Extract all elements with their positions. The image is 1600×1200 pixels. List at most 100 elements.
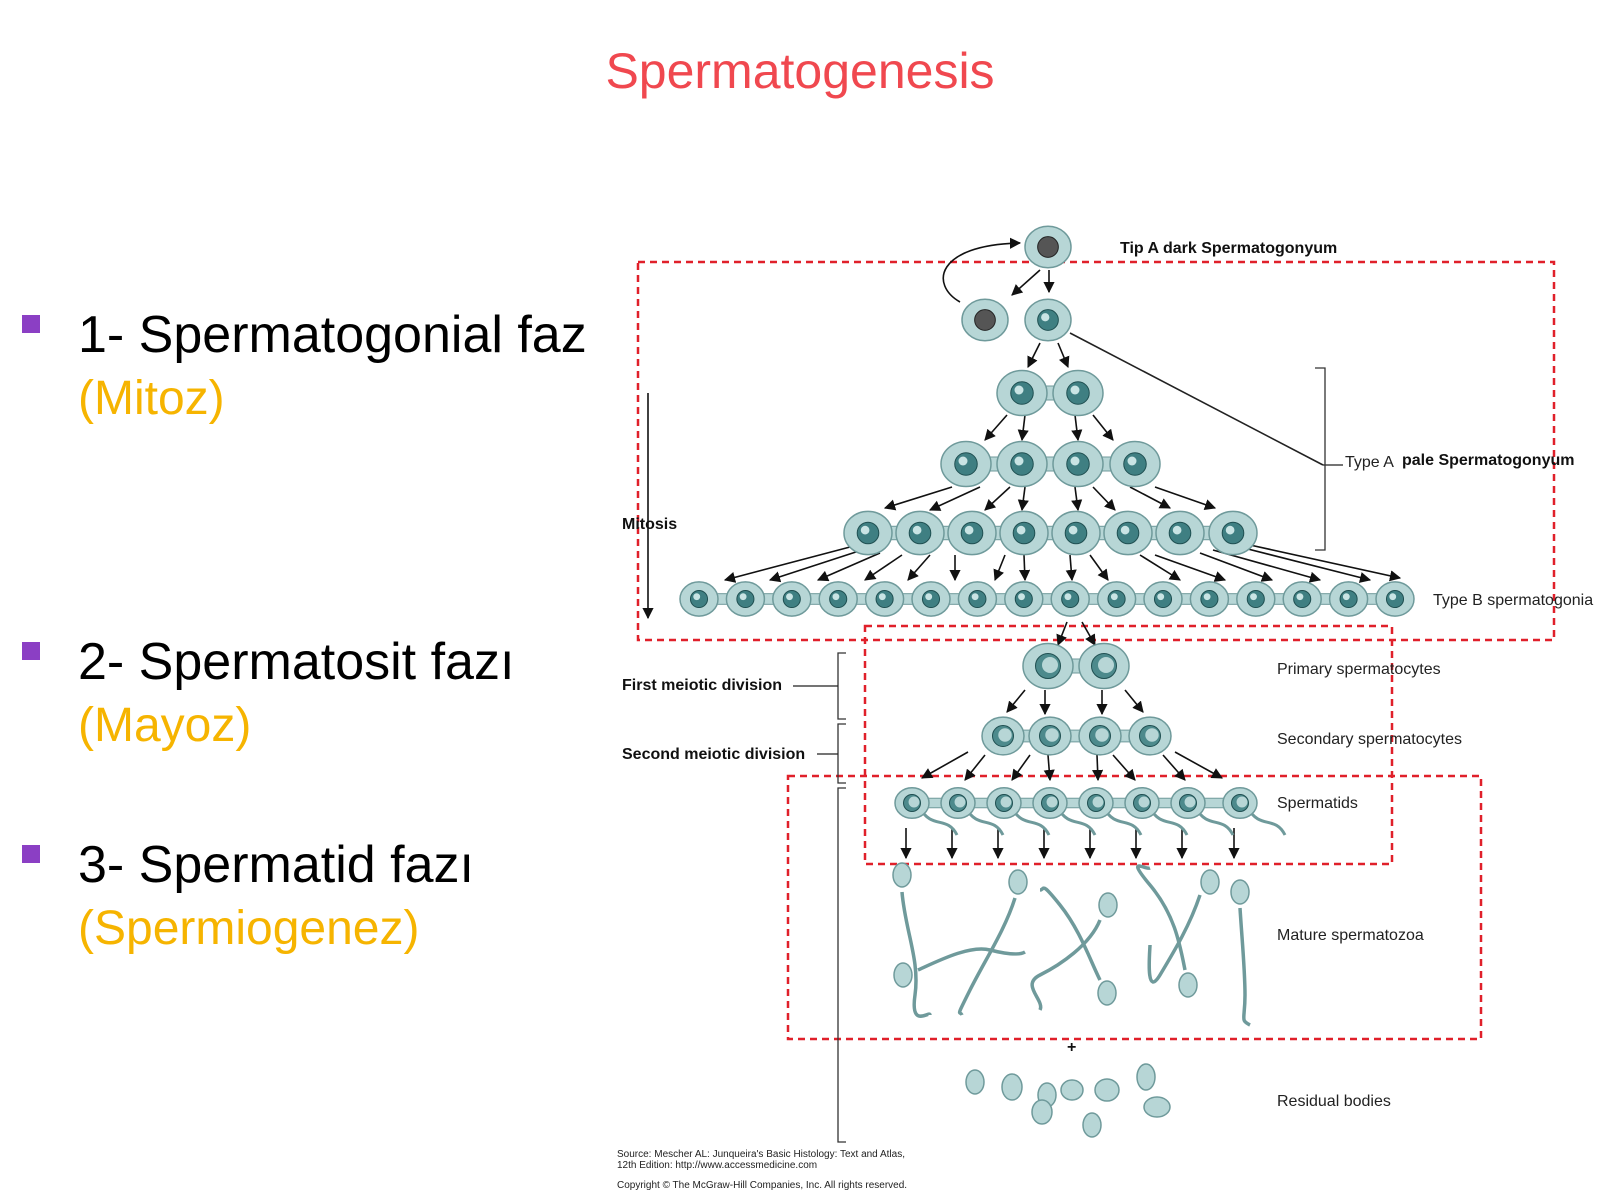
nucleus-highlight xyxy=(1098,657,1114,673)
bullet-phase-name: 2- Spermatosit fazı xyxy=(78,633,515,691)
arrow xyxy=(984,486,1011,511)
nucleus-highlight xyxy=(1018,593,1025,601)
label-spermatids: Spermatids xyxy=(1277,795,1358,812)
cell xyxy=(1024,225,1072,269)
arrow xyxy=(1011,754,1031,781)
cell xyxy=(996,369,1048,417)
nucleus-highlight xyxy=(1070,456,1080,466)
nucleus-highlight xyxy=(1110,593,1118,601)
bracket-type-a xyxy=(1315,367,1326,551)
arrow xyxy=(1249,544,1402,582)
arrow xyxy=(1043,754,1055,782)
label-residual: Residual bodies xyxy=(1277,1093,1391,1110)
phase-boxes xyxy=(636,260,1556,1041)
nucleus-highlight xyxy=(1016,525,1026,535)
arrow xyxy=(1092,754,1104,782)
nucleus-highlight xyxy=(1014,385,1024,395)
cell xyxy=(1022,642,1074,690)
bullet-marker xyxy=(22,642,40,660)
nucleus-highlight xyxy=(693,593,701,601)
nucleus-highlight xyxy=(1157,593,1165,601)
source-copyright: Copyright © The McGraw-Hill Companies, I… xyxy=(617,1180,907,1191)
bullet-marker xyxy=(22,845,40,863)
nucleus-highlight xyxy=(1250,593,1257,601)
cell xyxy=(1375,581,1415,617)
arrow xyxy=(1017,414,1029,442)
nucleus-highlight xyxy=(971,593,979,601)
arrow xyxy=(1011,269,1041,296)
arrow xyxy=(883,486,953,511)
cell xyxy=(947,510,997,556)
arrow xyxy=(1071,486,1083,512)
nucleus-highlight xyxy=(1389,593,1397,601)
cell xyxy=(1109,440,1161,488)
cell xyxy=(1096,581,1137,617)
cell xyxy=(1004,581,1044,617)
nucleus-highlight xyxy=(954,796,966,808)
nucleus-highlight xyxy=(1342,593,1350,601)
arrow xyxy=(1129,486,1171,509)
nucleus-highlight xyxy=(908,796,920,808)
cell xyxy=(996,440,1048,488)
residual-body xyxy=(1060,1079,1084,1101)
arrow xyxy=(1154,554,1227,582)
cell xyxy=(1236,581,1276,617)
source-line-2: 12th Edition: http://www.accessmedicine.… xyxy=(617,1160,817,1171)
residual-body xyxy=(1082,1112,1102,1138)
arrow xyxy=(1071,414,1083,442)
cell xyxy=(725,581,766,617)
cell xyxy=(864,581,905,617)
cell xyxy=(957,581,998,617)
spermatozoon xyxy=(892,862,932,1018)
cell xyxy=(1052,440,1104,488)
arrow xyxy=(1092,486,1116,511)
sperm-tail xyxy=(917,947,1026,972)
label-primary: Primary spermatocytes xyxy=(1277,661,1441,678)
sperm-tail xyxy=(1147,894,1202,984)
sperm-tail xyxy=(1030,919,1102,1011)
nucleus-highlight xyxy=(860,525,870,535)
cell xyxy=(940,786,976,820)
cell xyxy=(1078,786,1114,820)
arrow xyxy=(1057,342,1070,369)
cell xyxy=(1155,510,1205,556)
bullet-process: (Spermiogenez) xyxy=(78,902,420,955)
phase-box xyxy=(786,774,1483,1041)
label-pale: pale Spermatogonyum xyxy=(1402,452,1574,469)
residual-body xyxy=(1094,1078,1120,1102)
cell xyxy=(1032,786,1068,820)
cell xyxy=(961,298,1009,342)
nucleus-highlight xyxy=(1120,525,1130,535)
arrow xyxy=(1174,751,1223,779)
self-renewal-arrow xyxy=(942,237,1022,303)
sperm-head xyxy=(1008,869,1028,895)
spermatozoon xyxy=(1147,869,1220,984)
label-tip-a-dark: Tip A dark Spermatogonyum xyxy=(1120,240,1337,257)
bracket-first-meiotic xyxy=(837,652,846,720)
arrow xyxy=(1019,554,1031,582)
nucleus-highlight xyxy=(1296,593,1304,601)
label-plus: + xyxy=(1067,1039,1076,1056)
sperm-head xyxy=(1230,879,1250,905)
arrow xyxy=(1139,554,1181,581)
label-mitosis: Mitosis xyxy=(622,516,677,533)
nucleus-highlight xyxy=(1046,796,1058,808)
arrow xyxy=(1065,554,1077,582)
cell xyxy=(1222,786,1258,820)
spermatozoon xyxy=(1039,886,1117,1006)
arrow xyxy=(964,754,986,781)
sperm-tail xyxy=(1238,907,1251,1027)
nucleus-highlight xyxy=(1095,728,1109,742)
sperm-tail xyxy=(957,897,1017,1016)
nucleus-highlight xyxy=(1184,796,1196,808)
bullet-spermatogonial: 1- Spermatogonial faz (Mitoz) xyxy=(22,303,587,431)
arrow xyxy=(907,554,931,581)
source-line-1: Source: Mescher AL: Junqueira's Basic Hi… xyxy=(617,1149,905,1160)
arrow xyxy=(1154,486,1217,510)
cell xyxy=(818,581,858,617)
nucleus-highlight xyxy=(1070,385,1080,395)
nucleus-highlight xyxy=(912,525,922,535)
cell xyxy=(1052,369,1104,417)
sperm-head xyxy=(1178,972,1198,998)
nucleus-highlight xyxy=(1203,593,1211,601)
